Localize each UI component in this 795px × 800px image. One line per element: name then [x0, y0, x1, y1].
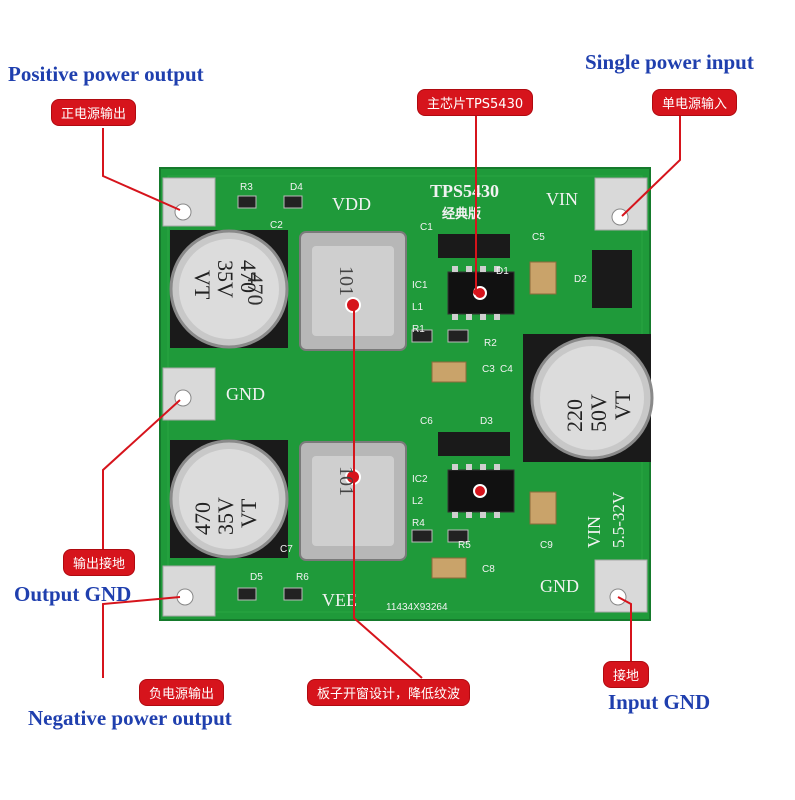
inductor-markings: 101 101: [335, 266, 357, 496]
board-subtitle: 经典版: [442, 206, 481, 221]
ref-l2: L2: [412, 496, 424, 507]
silk-vin-side: VIN: [584, 516, 604, 548]
pad-vin: [594, 177, 648, 231]
pad-positive-output: [162, 177, 216, 227]
annotation-lines: [102, 112, 681, 679]
tag-single-input-cn: 单电源输入: [653, 90, 737, 115]
capacitor-right: [523, 334, 654, 462]
svg-text:470: 470: [190, 502, 215, 535]
pad-negative-output: [162, 565, 216, 617]
ref-ic1: IC1: [412, 280, 428, 291]
silk-vdd: VDD: [332, 194, 371, 214]
ref-c9: C9: [540, 540, 553, 551]
ref-d4: D4: [290, 182, 303, 193]
inductor-top: [299, 231, 407, 351]
ref-d2: D2: [574, 274, 587, 285]
smd-cap-c5: [529, 261, 557, 295]
svg-text:VT: VT: [610, 390, 635, 420]
tag-output-gnd-cn: 输出接地: [64, 550, 135, 575]
tag-window-design-cn: 板子开窗设计，降低纹波: [308, 680, 470, 705]
pad-input-gnd: [594, 559, 648, 613]
silk-gnd-left: GND: [226, 384, 265, 404]
diode-d3: [438, 432, 510, 456]
svg-text:101: 101: [335, 266, 357, 296]
ref-d1: D1: [496, 266, 509, 277]
ref-r5: R5: [458, 540, 471, 551]
ref-r1: R1: [412, 324, 425, 335]
svg-text:VT: VT: [190, 270, 215, 300]
capacitor-left-top: 470: [169, 229, 289, 349]
diode-d2: [592, 250, 632, 308]
label-negative-power-output: Negative power output: [28, 706, 232, 730]
smd-cap-c8: [431, 557, 467, 579]
silk-serial: 11434X93264: [386, 602, 448, 613]
cap-left-bottom-marking: 470 35V VT: [190, 497, 261, 535]
ref-ic2: IC2: [412, 474, 428, 485]
svg-text:35V: 35V: [213, 260, 238, 298]
label-single-power-input: Single power input: [585, 50, 754, 74]
smd-cap-c9: [529, 491, 557, 525]
ref-c1: C1: [420, 222, 433, 233]
ref-r3: R3: [240, 182, 253, 193]
ic1-chip: [447, 266, 515, 320]
tag-main-chip-cn: 主芯片TPS5430: [418, 90, 533, 115]
silk-gnd-right: GND: [540, 576, 579, 596]
ref-d5: D5: [250, 572, 263, 583]
ref-c6: C6: [420, 416, 433, 427]
label-positive-power-output: Positive power output: [8, 62, 204, 86]
cap-left-top-marking: 470 35V VT: [190, 260, 261, 300]
diode-d1: [438, 234, 510, 258]
ref-d3: D3: [480, 416, 493, 427]
silk-vee: VEE: [322, 590, 357, 610]
svg-text:35V: 35V: [213, 497, 238, 535]
ref-l1: L1: [412, 302, 424, 313]
ic2-chip: [447, 464, 515, 518]
ref-r6: R6: [296, 572, 309, 583]
ref-c7: C7: [280, 544, 293, 555]
svg-text:470: 470: [243, 273, 268, 306]
ref-c4: C4: [500, 364, 513, 375]
label-input-gnd: Input GND: [608, 690, 711, 714]
ref-c5: C5: [532, 232, 545, 243]
svg-text:50V: 50V: [586, 394, 611, 432]
cap-right-marking: 220 50V VT: [562, 390, 635, 432]
ref-c3: C3: [482, 364, 495, 375]
svg-text:101: 101: [335, 466, 357, 496]
ref-c2: C2: [270, 220, 283, 231]
label-output-gnd: Output GND: [14, 582, 132, 606]
ref-r4: R4: [412, 518, 425, 529]
silk-vin-top: VIN: [546, 189, 578, 209]
svg-text:470: 470: [236, 260, 261, 293]
pad-output-gnd: [162, 367, 216, 421]
board-title: TPS5430: [430, 181, 499, 201]
ref-r2: R2: [484, 338, 497, 349]
capacitor-left-bottom: [169, 439, 289, 559]
tag-negative-output-cn: 负电源输出: [140, 680, 224, 705]
svg-text:VT: VT: [236, 498, 261, 528]
silk-vin-range: 5.5-32V: [609, 491, 628, 548]
tag-input-gnd-cn: 接地: [604, 662, 649, 687]
smd-cap-c3: [431, 361, 467, 383]
tag-positive-output-cn: 正电源输出: [52, 100, 136, 125]
svg-text:220: 220: [562, 399, 587, 432]
ref-c8: C8: [482, 564, 495, 575]
